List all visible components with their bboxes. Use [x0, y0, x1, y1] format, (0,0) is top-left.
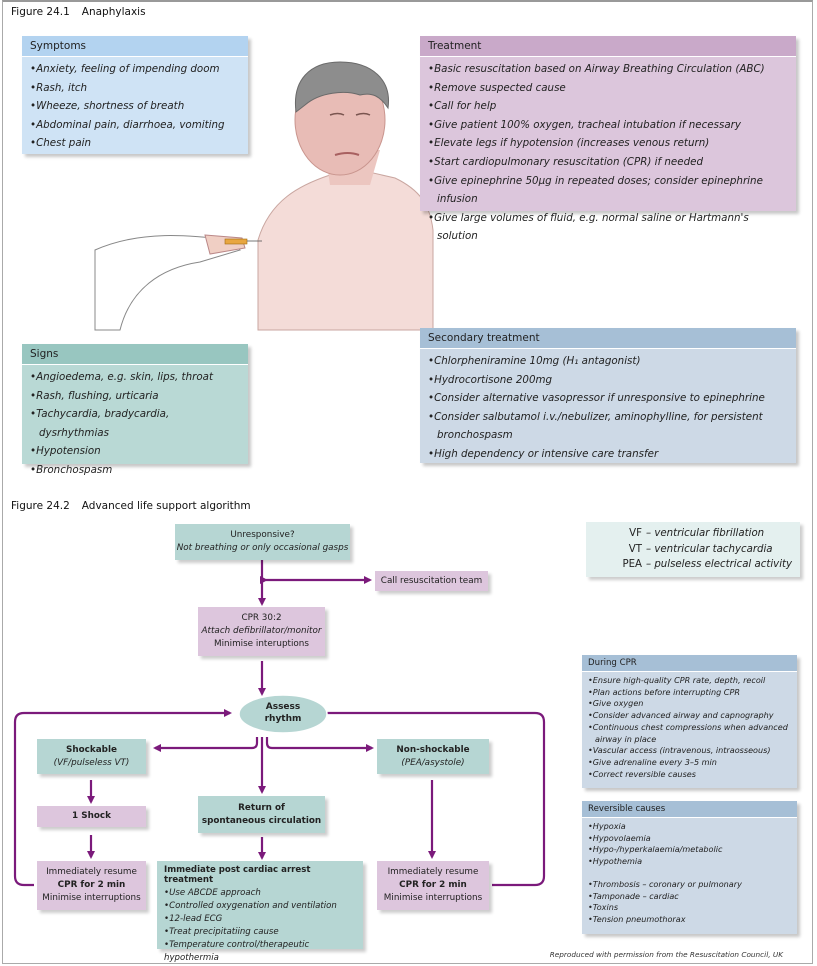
during-cpr-item: Correct reversible causes — [588, 769, 791, 781]
treatment-item: Basic resuscitation based on Airway Brea… — [428, 60, 788, 79]
arrow-to-shockable — [153, 737, 259, 752]
post-arrest-title: Immediate post cardiac arrest treatment — [164, 865, 311, 885]
secondary-treatment-item: Consider alternative vasopressor if unre… — [428, 389, 788, 408]
reversible-causes-header: Reversible causes — [582, 801, 797, 818]
sign-item: Angioedema, e.g. skin, lips, throat — [30, 368, 240, 387]
post-arrest-item: Use ABCDE approach — [164, 887, 356, 900]
symptom-item: Abdominal pain, diarrhoea, vomiting — [30, 116, 240, 135]
loop-right — [314, 709, 546, 887]
symptom-item: Chest pain — [30, 134, 240, 153]
secondary-treatment-item: Hydrocortisone 200mg — [428, 371, 788, 390]
figure-24-1-title: Figure 24.1 Anaphylaxis — [11, 6, 146, 18]
figure-number: Figure 24.1 — [11, 6, 70, 18]
sign-item: Rash, flushing, urticaria — [30, 387, 240, 406]
legend-row: PEA– pulseless electrical activity — [622, 559, 793, 570]
reversible-cause-item: Toxins — [588, 902, 791, 914]
during-cpr-item: Plan actions before interrupting CPR — [588, 687, 791, 699]
assess-rhythm-node — [238, 694, 328, 734]
reversible-cause-item: Hypovolaemia — [588, 833, 791, 845]
treatment-item: Elevate legs if hypotension (increases v… — [428, 134, 788, 153]
during-cpr-item: Ensure high-quality CPR rate, depth, rec… — [588, 675, 791, 687]
sign-item: Tachycardia, bradycardia, dysrhythmias — [30, 405, 240, 442]
reversible-cause-item: Hypothemia — [588, 856, 791, 868]
during-cpr-item: Continuous chest compressions when advan… — [588, 722, 791, 745]
during-cpr-panel: During CPR Ensure high-quality CPR rate,… — [582, 655, 797, 788]
call-team-box: Call resuscitation team — [375, 571, 488, 591]
secondary-treatment-item: High dependency or intensive care transf… — [428, 445, 788, 464]
post-arrest-item: 12-lead ECG — [164, 913, 356, 926]
signs-panel: Signs Angioedema, e.g. skin, lips, throa… — [22, 344, 248, 476]
secondary-treatment-panel: Secondary treatment Chlorpheniramine 10m… — [420, 328, 796, 463]
treatment-item: Give epinephrine 50µg in repeated doses;… — [428, 172, 788, 209]
non-shockable-box: Non-shockable(PEA/asystole) — [377, 739, 489, 774]
figure-24-2-title: Figure 24.2 Advanced life support algorit… — [11, 500, 251, 512]
treatment-item: Start cardiopulmonary resuscitation (CPR… — [428, 153, 788, 172]
credit-line: Reproduced with permission from the Resu… — [549, 950, 783, 959]
unresponsive-box: Unresponsive?Not breathing or only occas… — [175, 524, 350, 560]
shockable-box: Shockable(VF/pulseless VT) — [37, 739, 146, 774]
loop-left — [13, 709, 232, 887]
treatment-panel: Treatment Basic resuscitation based on A… — [420, 36, 796, 242]
reversible-cause-item: Tamponade – cardiac — [588, 891, 791, 903]
treatment-item: Give patient 100% oxygen, tracheal intub… — [428, 116, 788, 135]
shock-box: 1 Shock — [37, 806, 146, 827]
reversible-cause-item: Thrombosis – coronary or pulmonary — [588, 879, 791, 891]
figure-number: Figure 24.2 — [11, 500, 70, 512]
figure-caption: Anaphylaxis — [81, 6, 146, 18]
treatment-item: Call for help — [428, 97, 788, 116]
legend-row: VF– ventricular fibrillation — [629, 528, 765, 539]
figure-caption: Advanced life support algorithm — [81, 500, 251, 512]
sign-item: Hypotension — [30, 442, 240, 461]
symptom-item: Rash, itch — [30, 79, 240, 98]
arrow-to-non-shockable — [265, 737, 374, 752]
during-cpr-item: Give oxygen — [588, 698, 791, 710]
treatment-header: Treatment — [420, 36, 796, 57]
symptoms-panel: Symptoms Anxiety, feeling of impending d… — [22, 36, 248, 154]
during-cpr-item: Consider advanced airway and capnography — [588, 710, 791, 722]
reversible-cause-item: Hypoxia — [588, 821, 791, 833]
signs-header: Signs — [22, 344, 248, 365]
treatment-item: Give large volumes of fluid, e.g. normal… — [428, 209, 788, 246]
legend-row: VT– ventricular tachycardia — [628, 543, 773, 555]
treatment-item: Remove suspected cause — [428, 79, 788, 98]
during-cpr-item: Vascular access (intravenous, intraosseo… — [588, 745, 791, 757]
symptom-item: Wheeze, shortness of breath — [30, 97, 240, 116]
sign-item: Bronchospasm — [30, 461, 240, 480]
secondary-treatment-header: Secondary treatment — [420, 328, 796, 349]
secondary-treatment-item: Chlorpheniramine 10mg (H₁ antagonist) — [428, 352, 788, 371]
symptom-item: Anxiety, feeling of impending doom — [30, 60, 240, 79]
during-cpr-header: During CPR — [582, 655, 797, 672]
symptoms-header: Symptoms — [22, 36, 248, 57]
post-arrest-item: Controlled oxygenation and ventilation — [164, 900, 356, 913]
abbreviation-legend: VF– ventricular fibrillation VT– ventric… — [586, 522, 800, 577]
reversible-cause-item: Tension pneumothorax — [588, 914, 791, 926]
post-arrest-item: Treat precipitatiing cause — [164, 926, 356, 939]
reversible-cause-item: Hypo-/hyperkalaemia/metabolic — [588, 844, 791, 856]
reversible-causes-panel: Reversible causes HypoxiaHypovolaemiaHyp… — [582, 801, 797, 934]
during-cpr-item: Give adrenaline every 3–5 min — [588, 757, 791, 769]
secondary-treatment-item: Consider salbutamol i.v./nebulizer, amin… — [428, 408, 788, 445]
post-arrest-box: Immediate post cardiac arrest treatment … — [157, 861, 363, 963]
post-arrest-item: Temperature control/therapeutic hypother… — [164, 939, 356, 965]
